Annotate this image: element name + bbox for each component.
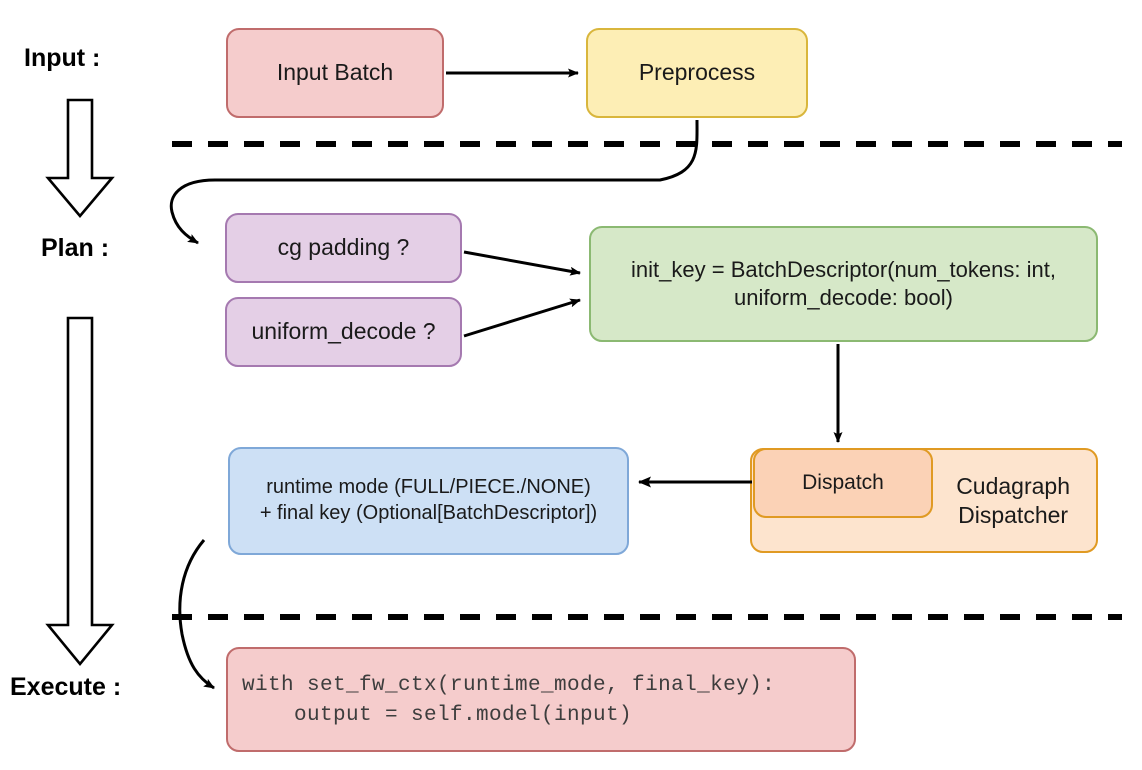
node-cg-padding[interactable]: cg padding ? [225, 213, 462, 283]
node-cudagraph-dispatcher-line1: Cudagraph [956, 473, 1070, 500]
node-runtime-mode-line2: + final key (Optional[BatchDescriptor]) [259, 502, 598, 524]
stage-label-execute: Execute : [10, 673, 122, 701]
node-runtime-mode[interactable]: runtime mode (FULL/PIECE./NONE) + final … [228, 447, 629, 555]
node-init-key-line1: init_key = BatchDescriptor(num_tokens: i… [631, 256, 1056, 282]
node-preprocess[interactable]: Preprocess [586, 28, 808, 118]
connector-cg-padding-to-init-key [463, 250, 581, 276]
code-line-1: with set_fw_ctx(runtime_mode, final_key)… [242, 674, 776, 697]
node-dispatch[interactable]: Dispatch [753, 448, 933, 518]
node-runtime-mode-line1: runtime mode (FULL/PIECE./NONE) [266, 476, 591, 499]
node-cudagraph-dispatcher-line2: Dispatcher [958, 501, 1069, 528]
node-uniform-decode[interactable]: uniform_decode ? [225, 297, 462, 367]
stage-label-plan: Plan : [41, 234, 110, 262]
connector-runtime-mode-to-code-block [178, 539, 215, 690]
node-init-key[interactable]: init_key = BatchDescriptor(num_tokens: i… [589, 226, 1098, 342]
node-code-block[interactable]: with set_fw_ctx(runtime_mode, final_key)… [226, 647, 856, 752]
node-input-batch[interactable]: Input Batch [226, 28, 444, 118]
connector-uniform-decode-to-init-key [463, 298, 581, 338]
plan-to-execute-block-arrow [45, 316, 115, 667]
node-init-key-line2: uniform_decode: bool) [734, 285, 953, 310]
input-to-plan-block-arrow [45, 98, 115, 219]
code-line-2: output = self.model(input) [242, 703, 633, 727]
stage-label-input: Input : [24, 44, 101, 72]
